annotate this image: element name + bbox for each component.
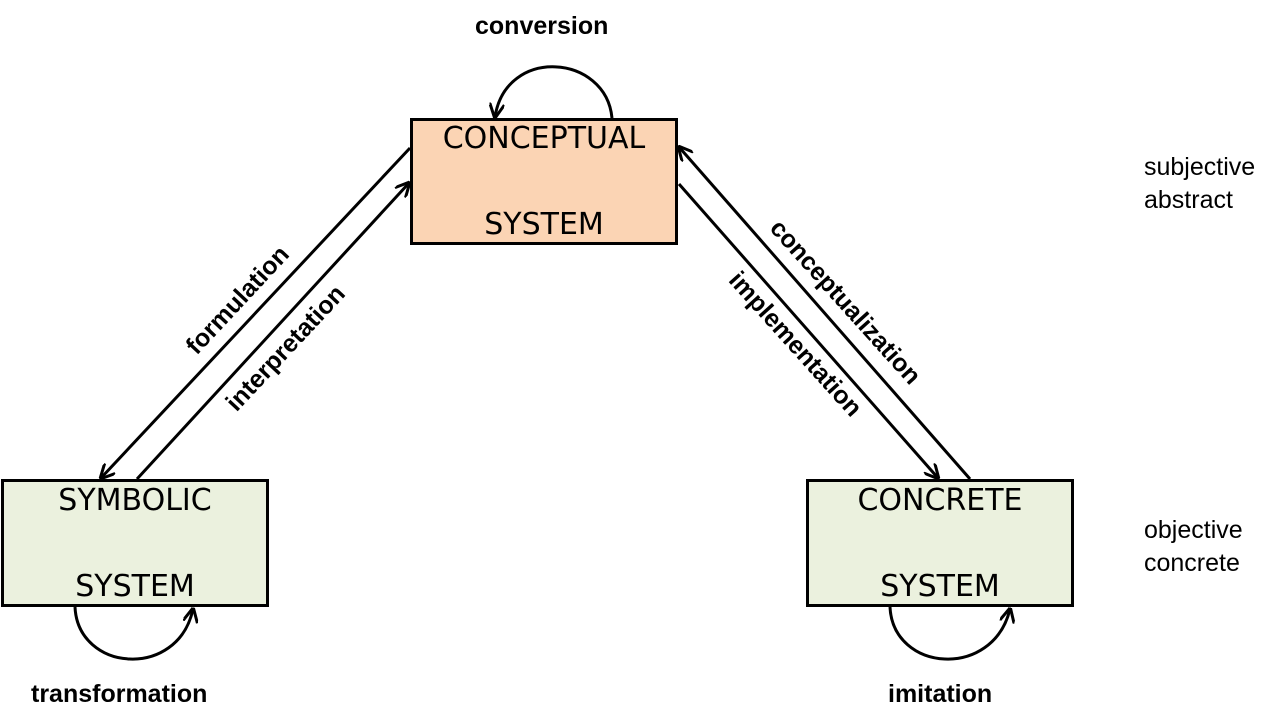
transformation-loop	[73, 607, 193, 661]
conversion-label: conversion	[475, 12, 609, 40]
conceptual-system-line2: SYSTEM	[484, 207, 604, 242]
conceptual-system-box: CONCEPTUAL SYSTEM	[410, 118, 678, 245]
imitation-label: imitation	[888, 680, 993, 708]
symbolic-system-line2: SYSTEM	[75, 568, 195, 604]
conceptualization-arrow	[679, 147, 972, 480]
conceptual-system-line1: CONCEPTUAL	[442, 121, 646, 156]
formulation-arrow	[101, 146, 412, 478]
symbolic-system-box: SYMBOLIC SYSTEM	[1, 479, 269, 607]
transformation-label: transformation	[31, 680, 208, 708]
conversion-loop	[495, 65, 614, 118]
level-bottom-line1: objective	[1144, 516, 1243, 544]
concrete-system-line2: SYSTEM	[880, 568, 1000, 604]
level-bottom-line2: concrete	[1144, 549, 1240, 577]
concrete-system-box: CONCRETE SYSTEM	[806, 479, 1074, 607]
level-bottom-label: objective concrete	[1144, 514, 1243, 580]
implementation-arrow	[677, 183, 938, 478]
concrete-system-line1: CONCRETE	[857, 482, 1023, 518]
level-top-line1: subjective	[1144, 153, 1256, 181]
interpretation-arrow	[135, 183, 409, 481]
imitation-loop	[888, 607, 1010, 661]
level-top-line2: abstract	[1144, 186, 1233, 214]
level-top-label: subjective abstract	[1144, 151, 1255, 217]
symbolic-system-line1: SYMBOLIC	[58, 482, 212, 518]
